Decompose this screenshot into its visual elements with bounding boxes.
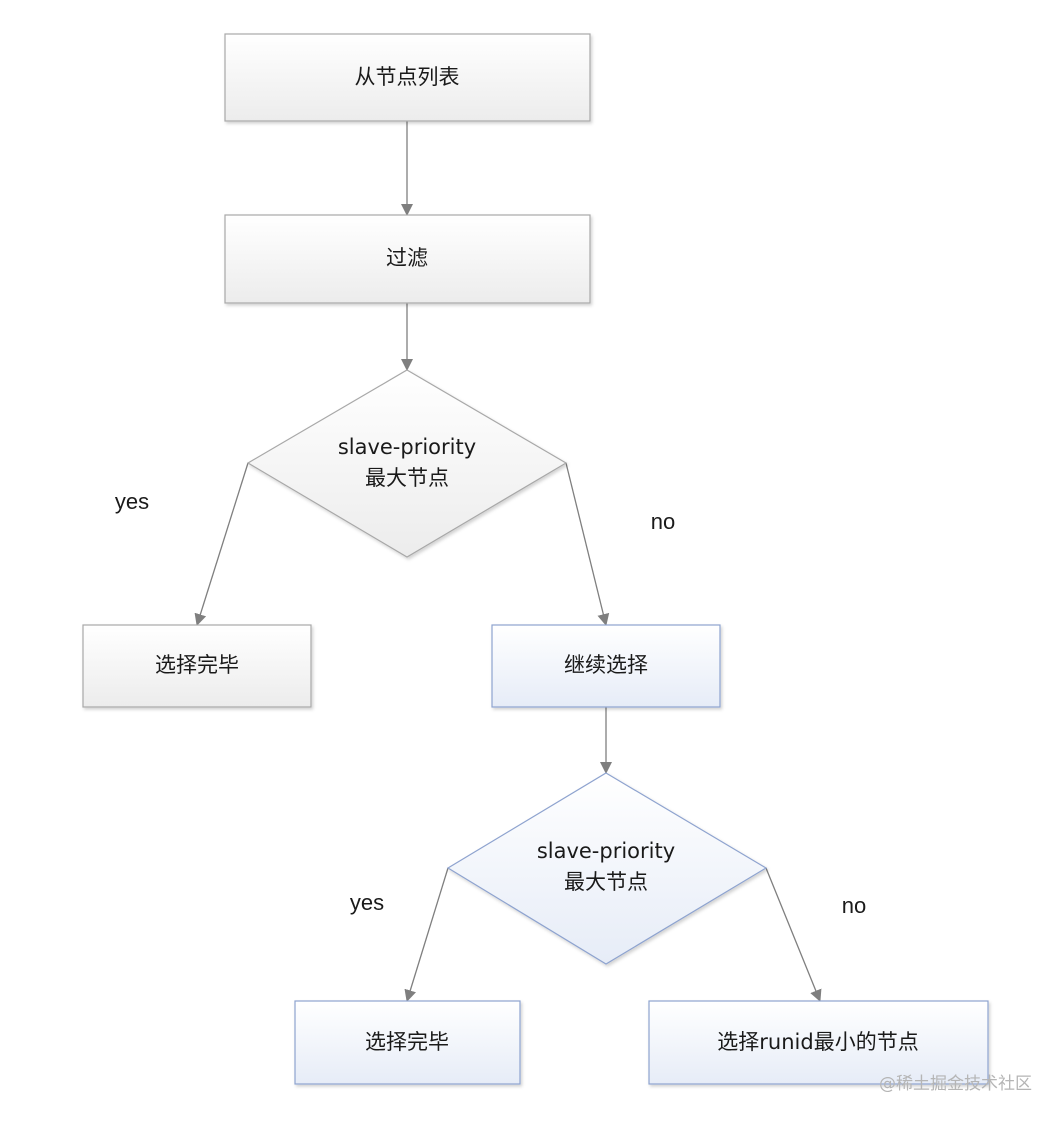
node-decision1: slave-priority 最大节点 [246, 369, 568, 558]
edge-label-decision2-no: no [842, 893, 866, 918]
node-filter-label: 过滤 [386, 246, 428, 270]
node-done2: 选择完毕 [294, 1000, 521, 1085]
node-done1: 选择完毕 [82, 624, 312, 708]
watermark-text: @稀土掘金技术社区 [879, 1074, 1032, 1094]
node-decision1-label-line2: 最大节点 [365, 466, 449, 490]
edge-decision2-done2 [404, 867, 449, 1002]
edge-label-decision1-yes: yes [115, 489, 149, 514]
node-min-runid-label: 选择runid最小的节点 [717, 1030, 918, 1054]
node-done2-label: 选择完毕 [365, 1030, 449, 1054]
node-min-runid: 选择runid最小的节点 [648, 1000, 989, 1085]
edge-decision1-continue [565, 462, 610, 626]
node-decision1-label-line1: slave-priority [338, 435, 476, 459]
edge-labels: yes no yes no [115, 489, 866, 918]
node-decision2: slave-priority 最大节点 [446, 772, 768, 965]
edge-label-decision2-yes: yes [350, 890, 384, 915]
node-continue-label: 继续选择 [564, 653, 648, 677]
node-continue: 继续选择 [491, 624, 721, 708]
edge-decision2-min-runid [765, 867, 822, 1002]
node-start-label: 从节点列表 [355, 65, 460, 89]
node-filter: 过滤 [224, 214, 591, 304]
node-decision2-label-line2: 最大节点 [564, 870, 648, 894]
edge-label-decision1-no: no [651, 509, 675, 534]
node-start: 从节点列表 [224, 33, 591, 122]
edges [194, 121, 822, 1002]
node-decision2-label-line1: slave-priority [537, 839, 675, 863]
edge-decision1-done1 [194, 462, 249, 626]
nodes: 从节点列表 过滤 slave-priority 最大节点 选择完毕 继续选择 s… [82, 33, 989, 1085]
node-done1-label: 选择完毕 [155, 653, 239, 677]
